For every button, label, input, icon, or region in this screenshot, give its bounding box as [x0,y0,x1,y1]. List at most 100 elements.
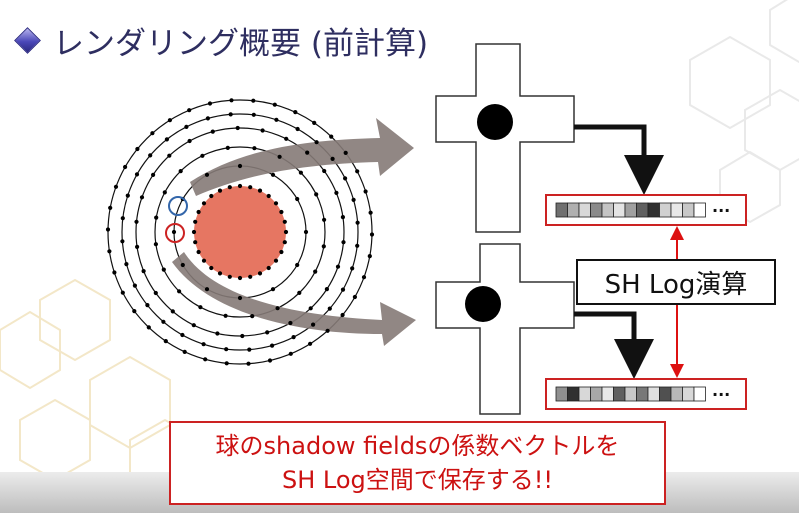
sphere-sample-point [279,249,284,255]
sample-points [105,98,375,366]
sphere-sample-point [283,229,289,235]
sample-point [200,153,205,158]
sample-point [171,229,177,235]
coefficient-cell [613,202,626,218]
sample-point [270,343,275,348]
sample-point [270,172,276,177]
sample-point [335,264,341,269]
sample-point [124,262,129,267]
coefficient-cell [659,202,672,218]
coefficient-cell [555,386,568,402]
sample-point [178,169,183,174]
sphere-sample-point [248,185,253,190]
coefficient-cell [636,386,649,402]
lower-projection-arrow [172,252,416,346]
sample-point [270,287,276,292]
coefficient-cell [647,386,660,402]
sample-point [321,244,326,249]
blue-sample-highlight [168,196,188,216]
sample-point [340,287,346,292]
sphere-sample-point [282,240,287,245]
sample-point [132,309,137,314]
sample-point [284,136,289,141]
sample-point [120,290,125,295]
sample-point [274,117,279,122]
sample-point [177,289,182,294]
sample-point [350,266,355,271]
sample-point [305,150,310,155]
sample-point [295,126,300,132]
sample-ring [135,127,345,337]
coefficient-cell [578,202,591,218]
sample-point [330,156,335,161]
upper-projection-flow-arrow [574,124,664,195]
lower-projection-flow-arrow [574,311,654,379]
sample-point [170,309,175,314]
sample-point [322,168,327,174]
sample-point [308,306,313,311]
occluder-sphere [194,186,286,278]
sphere-sample-point [196,249,201,255]
sample-point [303,229,309,235]
sample-point [312,120,317,125]
sample-point [352,294,357,300]
sample-point [265,330,270,335]
sample-point [182,349,187,354]
sphere-sample-point [282,219,287,224]
upper-cube-map-shadow [477,104,513,140]
sample-point [215,331,220,336]
sample-point [229,98,234,103]
sphere-sample-point [196,209,201,215]
sample-point [293,110,298,115]
sample-point [340,312,345,318]
sphere-sample-point [193,240,198,245]
sample-point [180,332,185,338]
sample-point [161,267,166,272]
sample-point [191,323,196,328]
sphere-sample-point [217,271,223,276]
summary-note-box: 球のshadow fieldsの係数ベクトルを SH Log空間で保存する!! [169,421,666,505]
sample-point [187,108,192,113]
sample-point [163,339,168,344]
coefficient-cell [659,386,672,402]
coefficient-cell [590,386,603,402]
sample-point [120,216,125,221]
coefficient-cell [601,386,614,402]
sphere-sample-point [257,188,263,193]
sample-point [134,219,139,224]
sample-point [367,254,372,259]
sample-point [314,192,319,197]
sample-point [334,190,339,195]
sample-point [267,358,273,363]
sample-point [252,146,257,151]
sample-point [240,333,245,339]
sample-point [205,116,210,121]
coefficient-cell [601,202,614,218]
slide-title-text: レンダリング概要 (前計算) [53,25,429,62]
coefficient-cell [567,202,580,218]
sample-point [161,319,166,324]
sample-point [246,361,251,366]
coefficient-cell [578,386,591,402]
sphere-sample-point [248,274,253,279]
sample-point [228,112,233,117]
sample-point [355,243,360,248]
sample-point [250,314,255,319]
sample-point [203,357,208,362]
sample-point [291,335,296,340]
sample-point [313,269,318,274]
sample-point [223,313,228,318]
sample-point [355,220,360,225]
sample-point [105,227,111,232]
sample-point [311,322,316,327]
sample-point [295,262,300,268]
sample-point [343,150,348,155]
sample-point [210,129,215,134]
sample-point [237,295,243,301]
sample-point [204,287,210,292]
sample-point [369,232,375,237]
sample-point [167,118,172,123]
sample-point [113,184,119,189]
coefficient-cell [613,386,626,402]
sample-point [368,210,373,215]
